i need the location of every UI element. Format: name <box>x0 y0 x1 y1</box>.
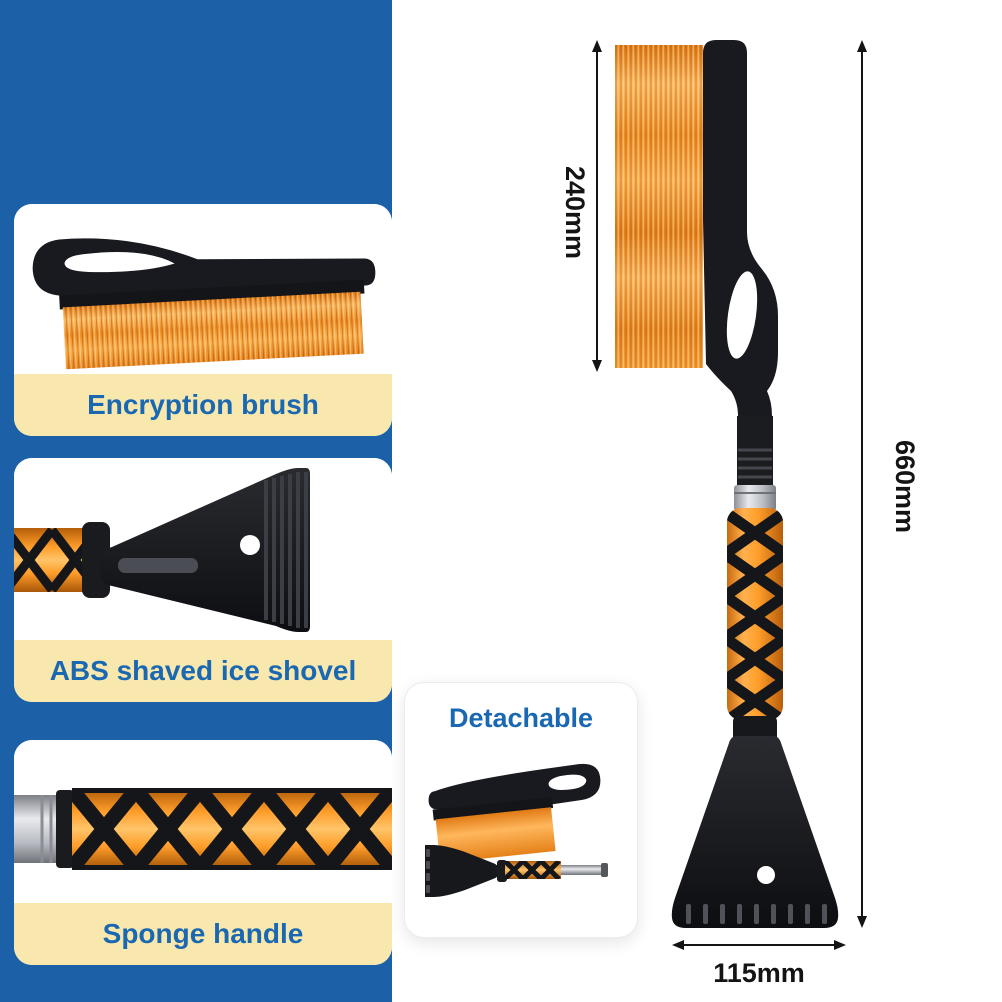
sponge-grip <box>727 508 783 720</box>
detachable-card: Detachable <box>404 682 638 938</box>
shovel-teeth <box>686 904 827 924</box>
handle-illustration <box>14 788 392 870</box>
brush-length-label: 240mm <box>560 166 590 259</box>
shovel-width-label: 115mm <box>713 958 805 988</box>
detachable-title: Detachable <box>448 703 594 733</box>
handle-caption: Sponge handle <box>102 918 304 949</box>
detached-shovel <box>425 845 608 897</box>
feature-card-handle: Sponge handle <box>14 740 392 965</box>
brush-illustration <box>32 238 376 370</box>
handle-photo <box>14 740 392 903</box>
grip-hole <box>726 271 758 359</box>
handle-connector <box>734 416 776 511</box>
shovel-caption-band: ABS shaved ice shovel <box>14 640 392 702</box>
feature-card-shovel: ABS shaved ice shovel <box>14 458 392 702</box>
shovel-hole <box>757 866 775 884</box>
ice-shovel <box>671 716 839 928</box>
total-length-label: 660mm <box>890 440 920 533</box>
feature-card-brush: Encryption brush <box>14 204 392 436</box>
dimension-total-length: 660mm <box>857 40 920 928</box>
dimension-brush-length: 240mm <box>560 40 602 372</box>
dimension-shovel-width: 115mm <box>672 940 846 988</box>
brush-photo <box>14 204 392 374</box>
brush-head <box>615 40 778 485</box>
brush-caption: Encryption brush <box>87 389 319 420</box>
shovel-photo <box>14 458 392 640</box>
shovel-caption: ABS shaved ice shovel <box>49 655 357 686</box>
shovel-illustration <box>14 468 310 632</box>
brush-caption-band: Encryption brush <box>14 374 392 436</box>
product-full-view: 240mm 660mm <box>560 40 920 988</box>
handle-caption-band: Sponge handle <box>14 903 392 965</box>
detached-brush <box>428 763 601 864</box>
detached-parts-illustration <box>425 763 608 897</box>
